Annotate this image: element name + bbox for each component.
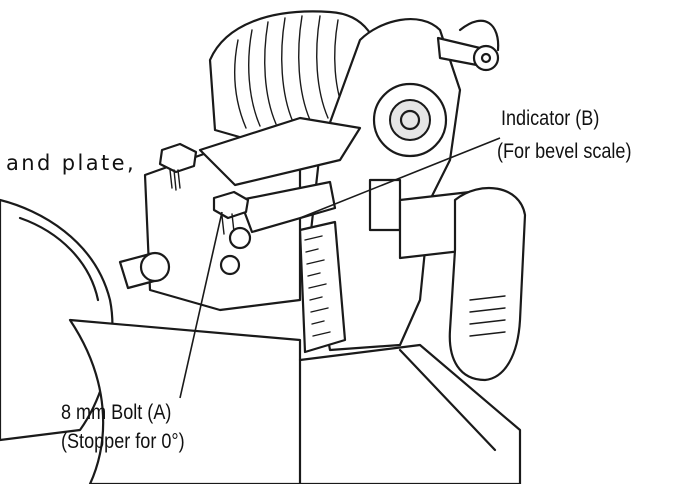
bolt-a-nut <box>228 226 252 250</box>
lock-lever-handle <box>448 186 527 382</box>
arm-bearing-inner <box>389 99 431 141</box>
indicator-b-plate <box>238 180 337 234</box>
bevel-scale <box>298 220 347 354</box>
indicator-b-sublabel: (For bevel scale) <box>497 140 632 163</box>
arm-bearing-core <box>399 109 421 131</box>
leader-bolt-a <box>179 211 223 399</box>
side-bolt-hole <box>219 254 241 276</box>
base-rail <box>298 343 522 484</box>
top-pin-head <box>472 44 500 72</box>
upper-plate <box>198 116 362 187</box>
bolt-a-head <box>212 190 250 220</box>
hex-bolt-head <box>158 142 198 174</box>
bolt-a-label: 8 mm Bolt (A) <box>61 401 172 424</box>
left-housing <box>0 198 114 442</box>
bevel-scale-ticks <box>304 235 331 337</box>
base-rail-edge <box>398 348 497 452</box>
side-bolt-nut <box>139 251 171 283</box>
hex-bolt-thread <box>169 169 181 191</box>
top-pin-guard <box>458 19 500 52</box>
partial-label: and plate, <box>6 151 137 175</box>
top-pin-hole <box>480 52 492 64</box>
bolt-a-sublabel: (Stopper for 0°) <box>61 430 185 453</box>
leader-indicator-b <box>299 137 501 219</box>
indicator-b-label: Indicator (B) <box>501 107 600 130</box>
left-housing-inner <box>18 216 100 302</box>
lever-grip-lines <box>469 295 506 337</box>
